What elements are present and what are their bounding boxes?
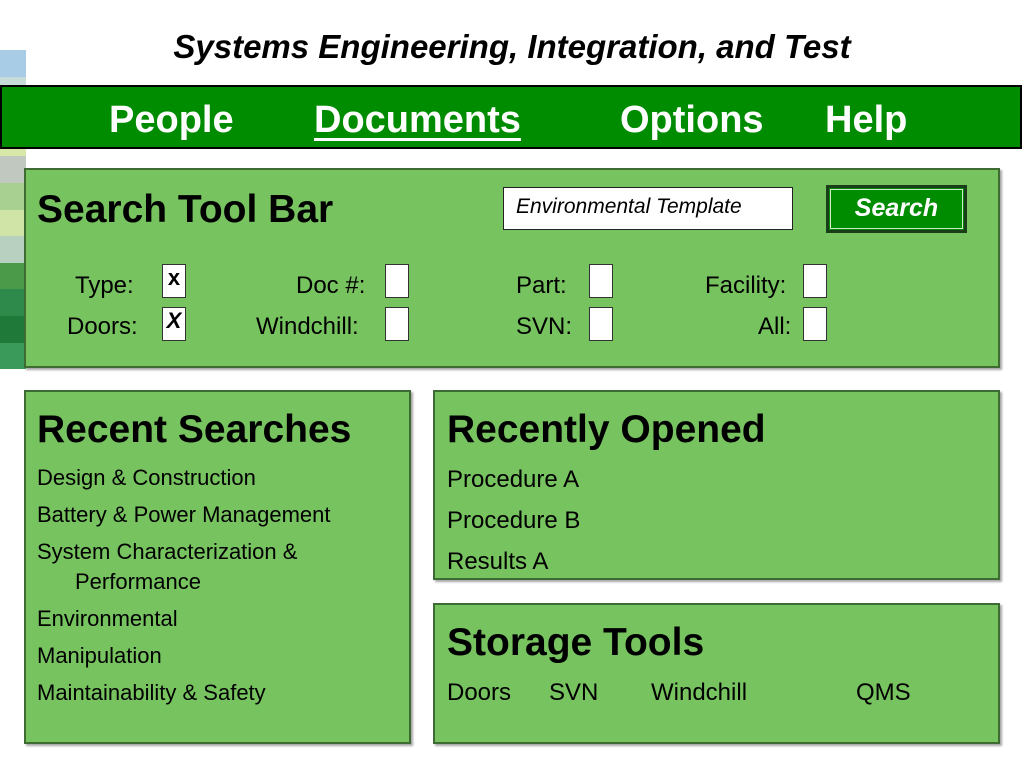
- recent-searches-panel: Recent Searches Design & Construction Ba…: [24, 390, 411, 744]
- filter-doors-label: Doors:: [67, 313, 138, 340]
- filter-type-label: Type:: [75, 272, 134, 299]
- filter-doors-checkbox[interactable]: X: [162, 307, 186, 341]
- recent-search-item[interactable]: System Characterization &: [37, 539, 298, 564]
- recently-opened-panel: Recently Opened Procedure A Procedure B …: [433, 390, 1000, 580]
- filter-part-label: Part:: [516, 272, 567, 299]
- filter-facility-label: Facility:: [705, 272, 787, 299]
- filter-doc-number-checkbox[interactable]: [385, 264, 409, 298]
- filter-all-checkbox[interactable]: [803, 307, 827, 341]
- main-menu-bar: People Documents Options Help: [0, 85, 1022, 149]
- menu-help[interactable]: Help: [825, 99, 908, 141]
- recently-opened-title: Recently Opened: [447, 408, 766, 451]
- filter-facility-checkbox[interactable]: [803, 264, 827, 298]
- recent-search-item[interactable]: Design & Construction: [37, 465, 256, 490]
- page-title: Systems Engineering, Integration, and Te…: [173, 28, 851, 65]
- search-button[interactable]: Search: [826, 185, 967, 233]
- filter-windchill-label: Windchill:: [256, 313, 359, 340]
- recent-search-item[interactable]: Battery & Power Management: [37, 502, 331, 527]
- recent-search-item[interactable]: Manipulation: [37, 643, 162, 668]
- recently-opened-item[interactable]: Procedure B: [447, 507, 581, 534]
- search-tool-bar-title: Search Tool Bar: [37, 188, 334, 231]
- filter-type-checkbox[interactable]: x: [162, 264, 186, 298]
- filter-windchill-checkbox[interactable]: [385, 307, 409, 341]
- menu-documents[interactable]: Documents: [314, 99, 521, 141]
- recently-opened-item[interactable]: Results A: [447, 548, 549, 575]
- storage-tools-title: Storage Tools: [447, 621, 705, 664]
- recent-search-item[interactable]: Maintainability & Safety: [37, 680, 266, 705]
- storage-tool-windchill[interactable]: Windchill: [651, 679, 748, 706]
- storage-tool-doors[interactable]: Doors: [447, 679, 512, 706]
- recent-search-item[interactable]: Environmental: [37, 606, 178, 631]
- recently-opened-item[interactable]: Procedure A: [447, 466, 580, 493]
- recent-searches-title: Recent Searches: [37, 408, 352, 451]
- menu-options[interactable]: Options: [620, 99, 764, 141]
- filter-part-checkbox[interactable]: [589, 264, 613, 298]
- search-query-input[interactable]: Environmental Template: [503, 187, 793, 230]
- storage-tool-svn[interactable]: SVN: [549, 679, 599, 706]
- menu-people[interactable]: People: [109, 99, 234, 141]
- filter-doc-number-label: Doc #:: [296, 272, 366, 299]
- filter-all-label: All:: [758, 313, 792, 340]
- filter-svn-label: SVN:: [516, 313, 573, 340]
- filter-svn-checkbox[interactable]: [589, 307, 613, 341]
- recent-search-item-continuation[interactable]: Performance: [75, 569, 201, 594]
- storage-tool-qms[interactable]: QMS: [856, 679, 911, 706]
- storage-tools-panel: Storage Tools Doors SVN Windchill QMS: [433, 603, 1000, 744]
